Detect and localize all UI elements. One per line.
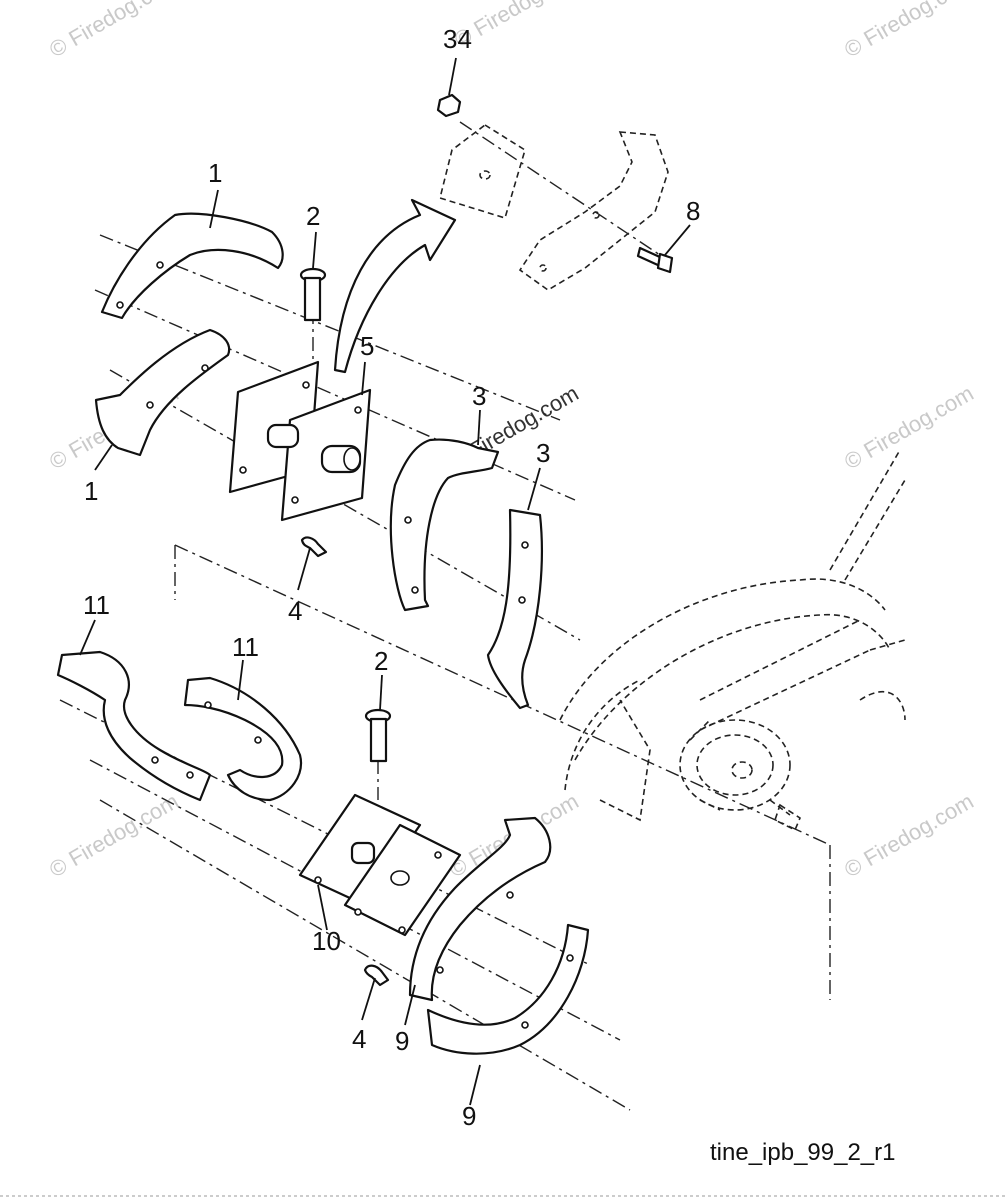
diagram-reference-code: tine_ipb_99_2_r1 <box>710 1139 896 1166</box>
part-34-nut <box>436 93 462 118</box>
part-11-left-tine <box>56 650 212 802</box>
callout-34: 34 <box>443 24 472 54</box>
callout-3-lower: 3 <box>536 438 550 468</box>
watermark-mid-right: © Firedog.com <box>840 380 978 474</box>
part-4-upper-clip <box>300 536 328 558</box>
direction-arrow <box>333 198 457 374</box>
callout-11-left: 11 <box>83 590 110 620</box>
callout-1-upper: 1 <box>208 158 222 188</box>
callout-4-upper: 4 <box>288 596 302 626</box>
watermark-top-left: © Firedog.com <box>45 0 183 62</box>
callout-8: 8 <box>686 196 700 226</box>
watermark-top-right: © Firedog.com <box>840 0 978 62</box>
part-5-upper-hub <box>228 360 372 522</box>
callout-2-lower: 2 <box>374 646 388 676</box>
callout-9-upper: 9 <box>395 1026 409 1056</box>
ghost-tiller-housing <box>559 449 906 832</box>
part-11-right-tine <box>183 676 303 802</box>
part-3-small-tine <box>486 508 543 710</box>
part-3-large-tine <box>389 438 500 612</box>
callout-3-upper: 3 <box>472 381 486 411</box>
part-9-lower-tine <box>426 923 590 1055</box>
ghost-tine-assembly <box>439 124 669 291</box>
callout-numbers: 34 1 2 8 5 3 3 1 4 11 11 2 10 4 9 9 <box>83 24 700 1131</box>
part-4-lower-clip <box>363 964 390 987</box>
leader-lines <box>79 57 691 1106</box>
callout-2-upper: 2 <box>306 201 320 231</box>
callout-10: 10 <box>312 926 341 956</box>
part-1-lower-tine <box>94 328 231 457</box>
callout-1-lower: 1 <box>84 476 98 506</box>
callout-11-right: 11 <box>232 632 259 662</box>
part-9-upper-tine <box>408 816 552 1002</box>
watermark-low-left: © Firedog.com <box>45 788 183 882</box>
callout-9-lower: 9 <box>462 1101 476 1131</box>
part-1-upper-tine <box>100 212 284 320</box>
callout-5: 5 <box>360 331 374 361</box>
part-10-lower-hub <box>298 793 462 937</box>
watermarks: © Firedog.com © Firedog.com © Firedog.co… <box>45 0 978 882</box>
part-2-upper-pin <box>299 267 327 322</box>
callout-4-lower: 4 <box>352 1024 366 1054</box>
part-2-lower-pin <box>364 708 392 763</box>
axis-lines <box>59 121 831 1111</box>
watermark-low-right: © Firedog.com <box>840 788 978 882</box>
part-8-bolt <box>636 246 674 274</box>
